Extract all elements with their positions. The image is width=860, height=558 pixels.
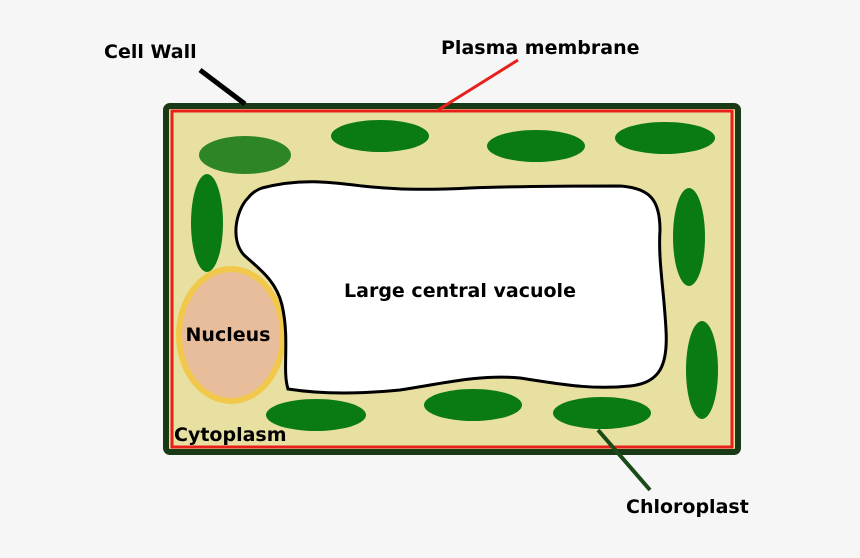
chloroplast-leader-line: [596, 428, 652, 492]
plasma-membrane: [170, 109, 734, 449]
chloroplast: [686, 321, 718, 419]
cytoplasm-label: Cytoplasm: [174, 424, 287, 446]
cell-wall-leader-line: [198, 68, 247, 106]
chloroplast: [331, 120, 429, 152]
vacuole-label: Large central vacuole: [344, 280, 576, 302]
chloroplast: [673, 188, 705, 286]
chloroplasts: [191, 120, 718, 431]
plasma-membrane-label: Plasma membrane: [441, 37, 640, 59]
large-central-vacuole: [234, 180, 668, 395]
chloroplast: [266, 399, 366, 431]
chloroplast-label: Chloroplast: [626, 496, 749, 518]
nucleus-label: Nucleus: [186, 324, 271, 346]
chloroplast: [191, 174, 223, 272]
chloroplast: [424, 389, 522, 421]
cell-wall-label: Cell Wall: [104, 41, 197, 63]
chloroplast: [487, 130, 585, 162]
chloroplast: [199, 136, 291, 174]
nucleus: [176, 266, 286, 404]
chloroplast: [553, 397, 651, 429]
chloroplast: [615, 122, 715, 154]
plasma-membrane-leader-line: [437, 58, 519, 112]
